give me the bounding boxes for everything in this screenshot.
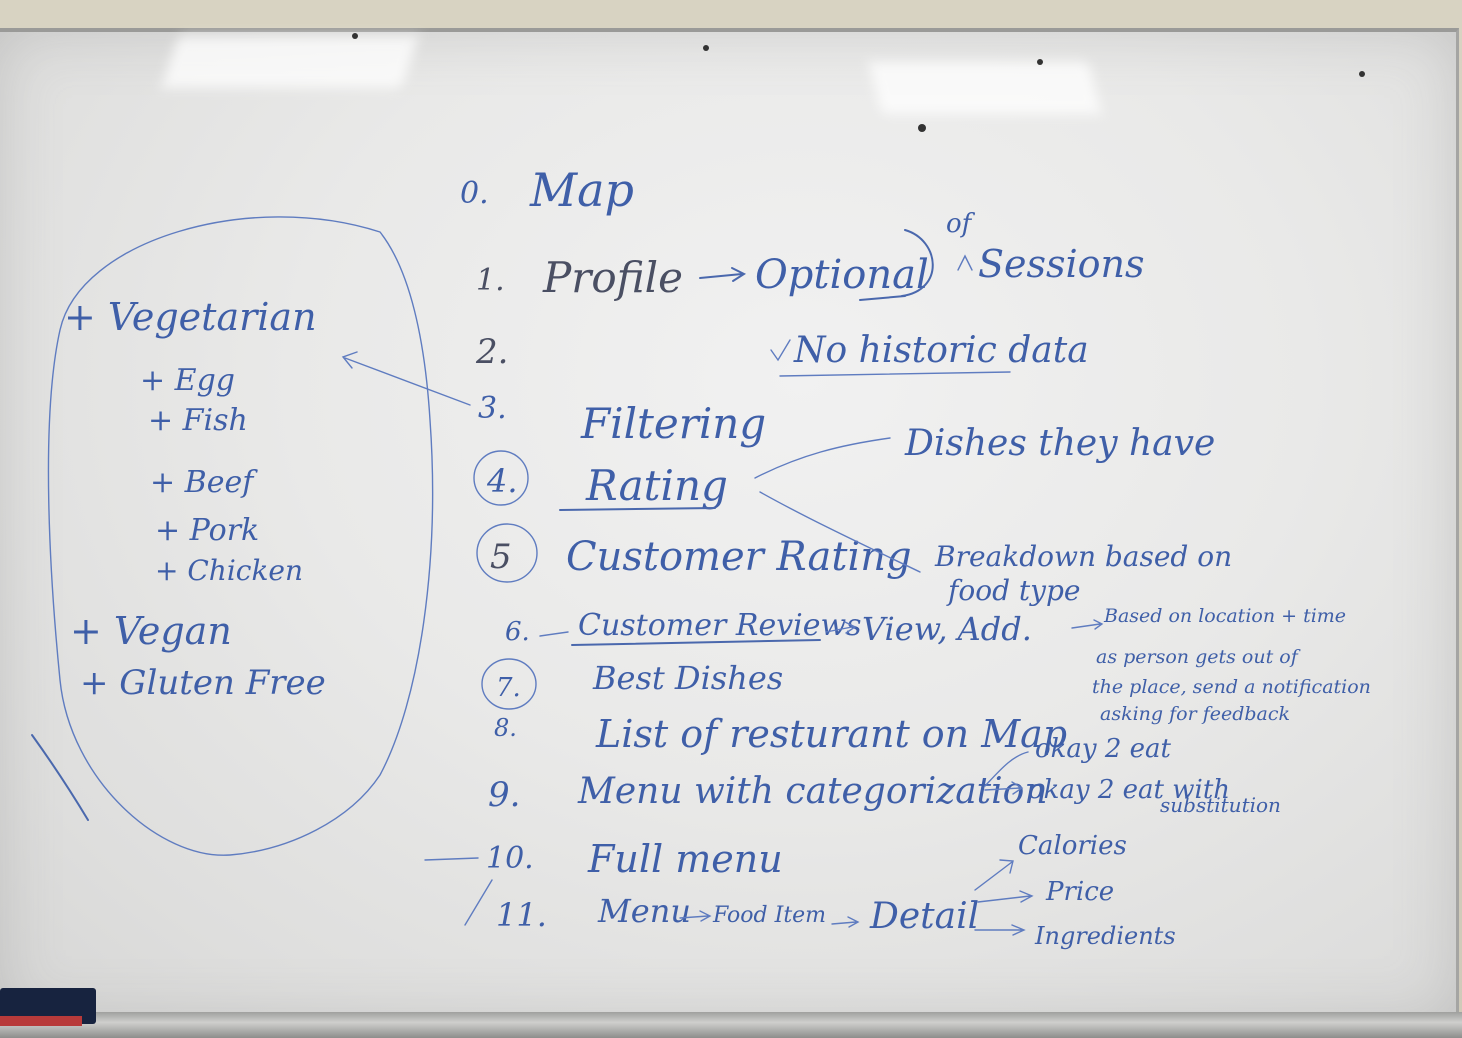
note-optional: Optional bbox=[755, 252, 929, 298]
list-item-rating: Rating bbox=[585, 461, 728, 510]
list-number-2: 2. bbox=[475, 332, 508, 372]
list-item-menu-categorization: Menu with categorization bbox=[577, 771, 1048, 812]
list-number-8: 8. bbox=[494, 714, 517, 742]
note-okay-2-eat: okay 2 eat bbox=[1035, 734, 1172, 764]
marker-tray bbox=[0, 1012, 1462, 1038]
note-okay-2-eat-with: okay 2 eat with bbox=[1028, 775, 1230, 805]
list-item-map: Map bbox=[529, 163, 634, 217]
note-no-historic-data: No historic data bbox=[793, 330, 1089, 371]
note-feedback-4: asking for feedback bbox=[1100, 703, 1290, 725]
note-breakdown: Breakdown based on bbox=[934, 540, 1232, 573]
filter-vegetarian: + Vegetarian bbox=[64, 295, 317, 339]
list-number-7: 7. bbox=[496, 673, 521, 703]
whiteboard-surface bbox=[0, 28, 1459, 1022]
list-item-best-dishes: Best Dishes bbox=[592, 659, 783, 697]
note-price: Price bbox=[1045, 877, 1114, 907]
list-number-0: 0. bbox=[460, 176, 489, 211]
filter-chicken: + Chicken bbox=[155, 554, 303, 587]
list-item-customer-rating: Customer Rating bbox=[566, 534, 912, 580]
note-calories: Calories bbox=[1018, 831, 1127, 861]
note-feedback-1: Based on location + time bbox=[1103, 605, 1346, 627]
filter-pork: + Pork bbox=[155, 513, 259, 548]
list-item-menu: Menu bbox=[597, 892, 691, 930]
filter-vegan: + Vegan bbox=[70, 609, 232, 653]
note-feedback-2: as person gets out of bbox=[1096, 646, 1301, 668]
filter-beef: + Beef bbox=[150, 465, 258, 500]
note-sessions: Sessions bbox=[978, 242, 1145, 286]
list-number-9: 9. bbox=[488, 775, 520, 815]
note-detail: Detail bbox=[869, 896, 979, 937]
note-substitution: substitution bbox=[1160, 793, 1281, 817]
note-view-add: View, Add. bbox=[862, 610, 1032, 648]
note-food-item: Food Item bbox=[712, 903, 826, 928]
list-item-full-menu: Full menu bbox=[587, 837, 783, 881]
filter-gluten-free: + Gluten Free bbox=[80, 663, 326, 703]
note-dishes-they-have: Dishes they have bbox=[904, 423, 1215, 464]
list-item-profile: Profile bbox=[542, 253, 683, 302]
list-number-1: 1. bbox=[476, 263, 505, 298]
list-number-10: 10. bbox=[486, 841, 534, 876]
note-food-type: food type bbox=[946, 574, 1080, 607]
list-item-customer-reviews: Customer Reviews bbox=[578, 608, 862, 643]
list-number-11: 11. bbox=[496, 896, 547, 934]
filter-fish: + Fish bbox=[148, 403, 248, 438]
list-number-3: 3. bbox=[478, 391, 507, 426]
eraser-label bbox=[0, 1016, 82, 1026]
list-item-filtering: Filtering bbox=[580, 399, 766, 448]
filter-egg: + Egg bbox=[140, 363, 235, 398]
note-feedback-3: the place, send a notification bbox=[1092, 676, 1371, 698]
note-ingredients: Ingredients bbox=[1034, 922, 1176, 950]
list-number-4: 4. bbox=[486, 462, 518, 500]
list-number-5: 5 bbox=[490, 537, 512, 577]
note-of: of bbox=[946, 209, 976, 239]
list-item-restaurant-map: List of resturant on Map bbox=[595, 712, 1067, 756]
list-number-6: 6. bbox=[505, 617, 530, 647]
